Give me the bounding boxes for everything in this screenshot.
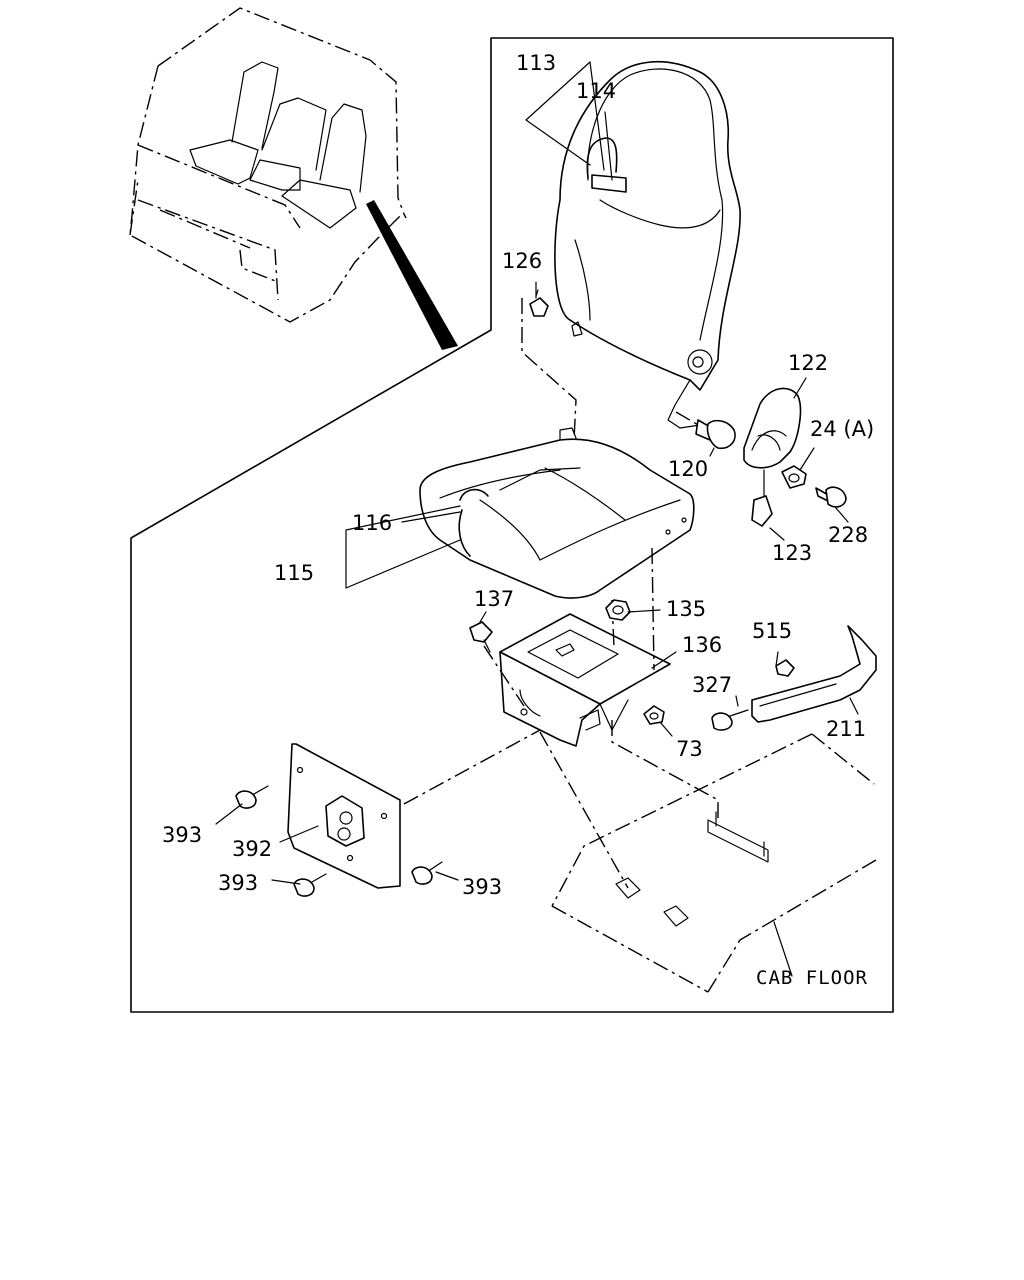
truck-cab-overview-icon xyxy=(129,7,458,350)
label-113: 113 xyxy=(516,51,556,75)
seat-cushion-icon xyxy=(419,427,695,599)
trim-211-icon xyxy=(751,625,877,723)
washer-24a-icon xyxy=(781,465,807,489)
bolt-120-icon xyxy=(675,411,736,450)
label-122: 122 xyxy=(788,351,828,375)
cover-122-icon xyxy=(743,387,802,469)
label-137: 137 xyxy=(474,587,514,611)
bolt-393-upper-icon xyxy=(235,785,269,809)
label-327: 327 xyxy=(692,673,732,697)
nut-135-icon xyxy=(605,599,631,621)
label-126: 126 xyxy=(502,249,542,273)
nut-73-icon xyxy=(643,705,665,725)
leader-lines xyxy=(215,281,859,885)
label-393-right: 393 xyxy=(462,875,502,899)
seat-back-icon xyxy=(554,60,741,429)
knob-126-icon xyxy=(521,289,577,441)
leader-114 xyxy=(604,111,613,181)
leader-113 xyxy=(525,61,605,171)
label-136: 136 xyxy=(682,633,722,657)
bolt-393-lower-icon xyxy=(293,873,327,897)
label-393-lower: 393 xyxy=(218,871,258,895)
label-393-upper: 393 xyxy=(162,823,202,847)
screw-327-icon xyxy=(711,709,749,731)
label-114: 114 xyxy=(576,79,616,103)
label-135: 135 xyxy=(666,597,706,621)
side-panel-icon xyxy=(287,743,401,889)
label-116: 116 xyxy=(352,511,392,535)
leader-115 xyxy=(345,505,461,589)
label-228: 228 xyxy=(828,523,868,547)
label-cab-floor: CAB FLOOR xyxy=(756,967,868,989)
diagram-frame xyxy=(130,37,894,1013)
label-73: 73 xyxy=(676,737,703,761)
bolt-137-icon xyxy=(469,621,493,653)
label-211: 211 xyxy=(826,717,866,741)
cab-floor-icon xyxy=(551,733,877,993)
screw-228-icon xyxy=(815,486,847,508)
screw-123-icon xyxy=(751,469,773,527)
label-515: 515 xyxy=(752,619,792,643)
bolt-393-right-icon xyxy=(411,861,443,885)
pointer-arrow-icon xyxy=(366,200,458,350)
label-24a: 24 (A) xyxy=(810,417,874,441)
label-120: 120 xyxy=(668,457,708,481)
leader-116 xyxy=(401,511,461,523)
label-123: 123 xyxy=(772,541,812,565)
label-115: 115 xyxy=(274,561,314,585)
seat-bracket-icon xyxy=(499,613,671,747)
label-392: 392 xyxy=(232,837,272,861)
